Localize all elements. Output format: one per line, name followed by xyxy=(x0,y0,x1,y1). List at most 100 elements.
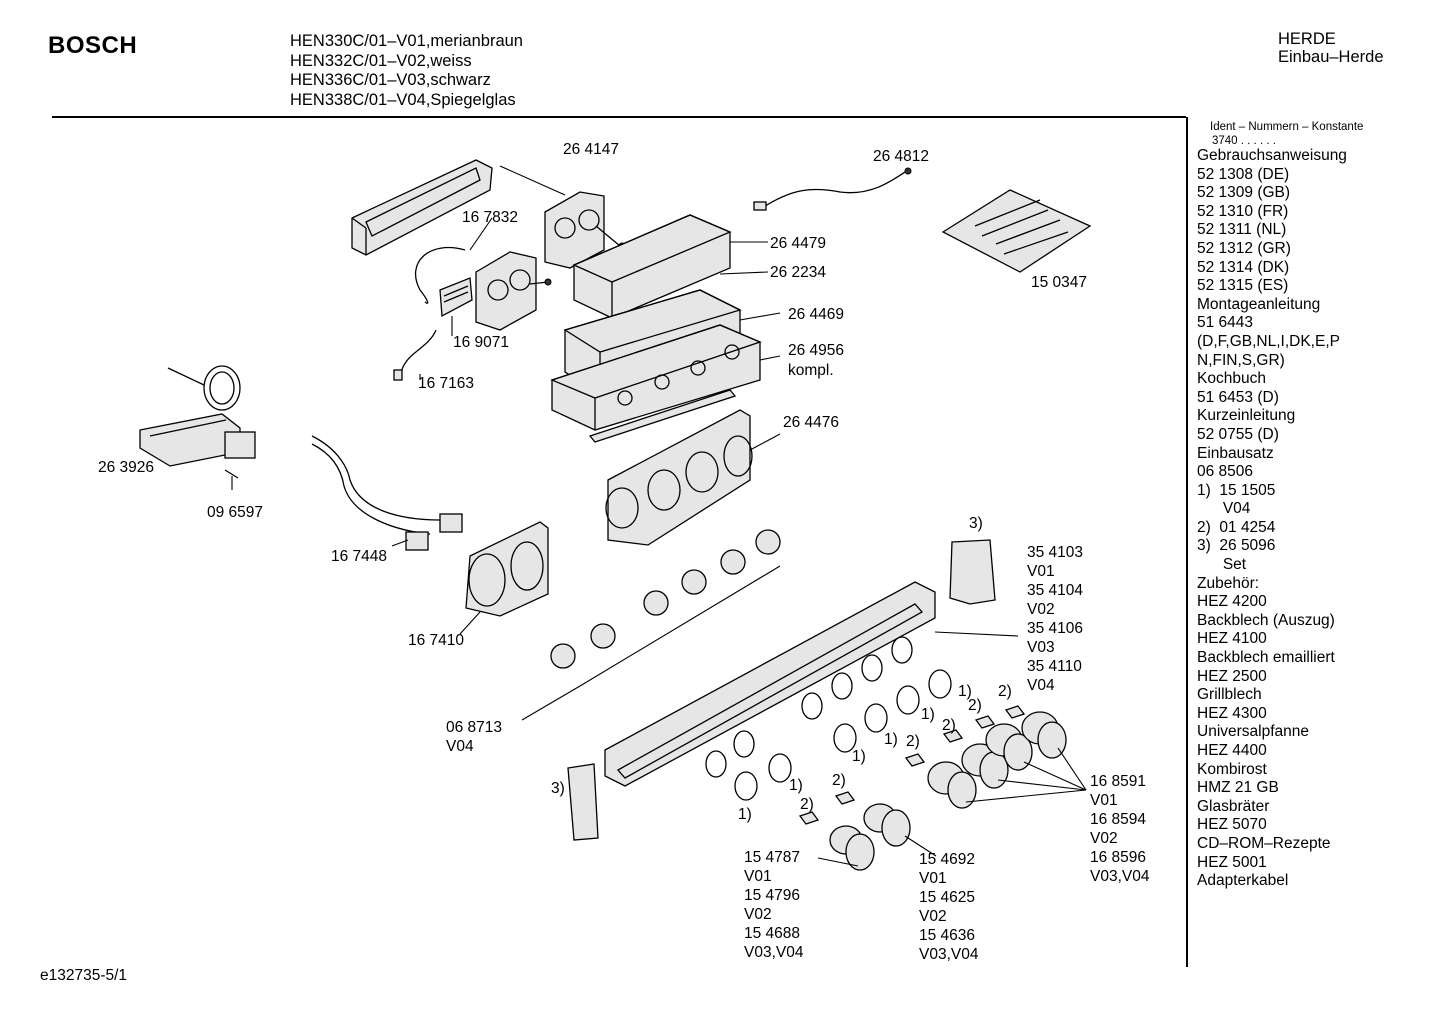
sidebar-entry: (D,F,GB,NL,I,DK,E,P xyxy=(1197,332,1340,350)
variant: V03,V04 xyxy=(1090,868,1150,885)
variant: V03,V04 xyxy=(744,944,804,961)
sidebar-entry: HEZ 4100 xyxy=(1197,630,1267,648)
footnote-marker-1: 1) xyxy=(738,806,752,823)
wire-connector xyxy=(393,369,403,381)
knob-cap-label: 06 8713 V04 xyxy=(446,718,502,756)
sidebar-entry: CD–ROM–Rezepte xyxy=(1197,834,1331,852)
variant: V04 xyxy=(1027,677,1055,694)
cable-part xyxy=(414,246,466,304)
part-label: 26 4956 xyxy=(788,342,845,359)
variant: V03,V04 xyxy=(919,946,979,963)
sidebar-entry: Einbausatz xyxy=(1197,444,1274,462)
part-number: 15 4787 xyxy=(744,849,801,866)
sidebar-entry: 52 1314 (DK) xyxy=(1197,258,1290,276)
footnote-marker-2: 2) xyxy=(998,683,1012,700)
model-line: HEN338C/01–V04,Spiegelglas xyxy=(290,90,516,109)
switch-rack-part xyxy=(605,409,753,546)
sidebar-entry: Adapterkabel xyxy=(1197,872,1289,890)
knob-right-label: 16 8591 V01 16 8594 V02 16 8596 V03,V04 xyxy=(1090,772,1149,886)
part-label: 16 7410 xyxy=(408,632,465,649)
sidebar-entry: 2) 01 4254 xyxy=(1197,518,1276,536)
model-line: HEN332C/01–V02,weiss xyxy=(290,51,472,70)
fascia-panel-part xyxy=(604,581,936,787)
footnote-marker-1: 1) xyxy=(921,706,935,723)
sidebar-entry: 51 6453 (D) xyxy=(1197,388,1279,406)
sidebar-entry: V04 xyxy=(1197,500,1251,518)
part-number: 15 4692 xyxy=(919,851,976,868)
part-number: 15 4688 xyxy=(744,925,801,942)
footnote-marker-2: 2) xyxy=(800,796,814,813)
sidebar-entry: 3) 26 5096 xyxy=(1197,537,1276,555)
part-label: 09 6597 xyxy=(207,504,264,521)
terminal-strip-part xyxy=(439,277,473,318)
part-number: 16 8591 xyxy=(1090,773,1147,790)
sidebar-entry: 52 1312 (GR) xyxy=(1197,239,1291,257)
knob-left-label: 15 4787 V01 15 4796 V02 15 4688 V03,V04 xyxy=(744,848,803,962)
variant: V02 xyxy=(1090,830,1118,847)
part-label: kompl. xyxy=(788,362,834,379)
footnote-marker-3: 3) xyxy=(969,515,983,532)
tray-part xyxy=(572,214,732,319)
sidebar-entry: Grillblech xyxy=(1197,686,1262,704)
footnote-marker-3: 3) xyxy=(551,780,565,797)
model-list: HEN330C/01–V01,merianbraun HEN332C/01–V0… xyxy=(290,32,523,110)
variant: V01 xyxy=(744,868,772,885)
sidebar-entry: Montageanleitung xyxy=(1197,295,1321,313)
part-number: 35 4104 xyxy=(1027,582,1084,599)
sidebar-entry: HEZ 4300 xyxy=(1197,704,1267,722)
footnote-marker-2: 2) xyxy=(942,717,956,734)
bracket-strip-part xyxy=(588,389,737,443)
sidebar-entry: HEZ 5070 xyxy=(1197,816,1267,834)
variant: V02 xyxy=(919,908,947,925)
part-label: 26 4476 xyxy=(783,414,840,431)
part-label: 26 2234 xyxy=(770,264,827,281)
knob-left-part xyxy=(829,825,875,871)
sidebar-entry: Kochbuch xyxy=(1197,370,1266,388)
sidebar-entry: 52 0755 (D) xyxy=(1197,425,1279,443)
switch-pair-part xyxy=(465,521,549,617)
variant: V02 xyxy=(1027,601,1055,618)
part-label: 15 0347 xyxy=(1031,274,1088,291)
footnote-marker-2: 2) xyxy=(968,697,982,714)
sidebar-entry: 06 8506 xyxy=(1197,463,1254,481)
switch-block-part xyxy=(475,251,552,331)
doc-id: e132735-5/1 xyxy=(40,967,128,984)
knob-right-leaders xyxy=(965,747,1087,803)
part-label: 16 9071 xyxy=(453,334,510,351)
variant: V03 xyxy=(1027,639,1055,656)
sidebar-entry: 52 1308 (DE) xyxy=(1197,165,1290,183)
sidebar-entry: HEZ 2500 xyxy=(1197,667,1267,685)
subcategory-title: Einbau–Herde xyxy=(1278,48,1384,66)
leader-lines xyxy=(231,165,781,635)
harness-cable-part xyxy=(311,435,463,551)
sidebar-entry: Backblech (Auszug) xyxy=(1197,611,1335,629)
model-line: HEN336C/01–V03,schwarz xyxy=(290,71,491,89)
sensor-cable-part xyxy=(761,171,906,209)
part-number: 15 4636 xyxy=(919,927,976,944)
ident-value: 3740 . . . . . . xyxy=(1212,135,1276,147)
sidebar-entry: Glasbräter xyxy=(1197,797,1270,815)
sidebar-entry: HEZ 5001 xyxy=(1197,853,1267,871)
knob-right-part xyxy=(927,711,1067,809)
part-label: 16 7832 xyxy=(462,209,519,226)
sidebar-entry: Backblech emailliert xyxy=(1197,649,1335,667)
part-number: 35 4103 xyxy=(1027,544,1084,561)
sidebar-entry: Zubehör: xyxy=(1197,574,1260,592)
footnote-marker-2: 2) xyxy=(832,772,846,789)
category-title: HERDE xyxy=(1278,30,1336,48)
model-line: HEN330C/01–V01,merianbraun xyxy=(290,32,523,50)
footnote-marker-1: 1) xyxy=(852,748,866,765)
grill-element-part xyxy=(139,365,256,479)
part-number: 35 4106 xyxy=(1027,620,1084,637)
part-label: 16 7448 xyxy=(331,548,388,565)
part-label: 26 4469 xyxy=(788,306,845,323)
sidebar-entry: 1) 15 1505 xyxy=(1197,481,1276,499)
sidebar-entry: Set xyxy=(1197,556,1247,574)
part-number: 15 4796 xyxy=(744,887,801,904)
sidebar-entry: Kurzeinleitung xyxy=(1197,407,1296,425)
part-label: 26 4479 xyxy=(770,235,827,252)
footnote-marker-1: 1) xyxy=(884,731,898,748)
footnote-marker-2: 2) xyxy=(906,733,920,750)
